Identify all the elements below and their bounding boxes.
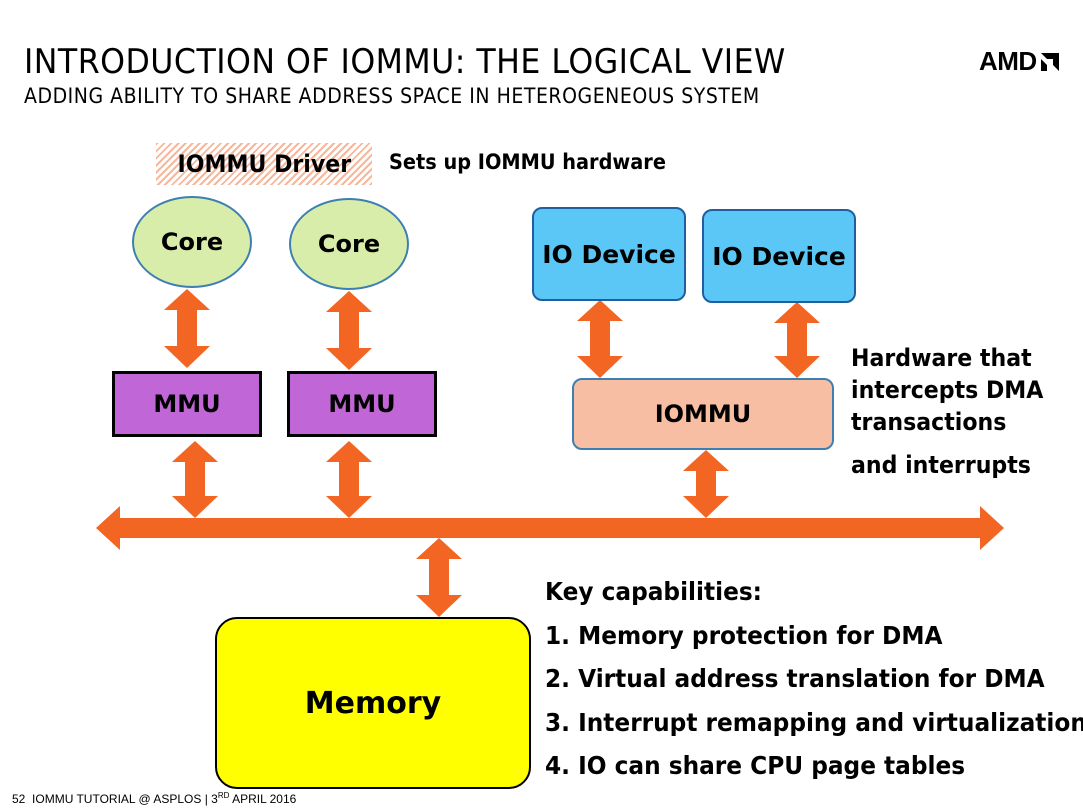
io-iommu-arrow-1 [577, 300, 623, 378]
io-device-node-1: IO Device [532, 207, 686, 301]
hardware-note-line: intercepts DMA [851, 376, 1044, 404]
footer-text: IOMMU TUTORIAL @ ASPLOS | 3 [32, 792, 218, 806]
hardware-note: Hardware that intercepts DMA transaction… [851, 342, 1043, 481]
core-node-2: Core [289, 198, 409, 290]
memory-node: Memory [215, 617, 531, 789]
core-mmu-arrow-2 [326, 291, 372, 370]
slide-footer: 52 IOMMU TUTORIAL @ ASPLOS | 3RD APRIL 2… [12, 791, 296, 806]
driver-note: Sets up IOMMU hardware [389, 150, 666, 174]
arrow-group [96, 289, 1004, 617]
capability-item: 4. IO can share CPU page tables [545, 751, 966, 780]
mmu-node-2: MMU [287, 371, 437, 437]
iommu-driver-label: IOMMU Driver [156, 143, 372, 185]
bus-memory-arrow [416, 538, 462, 617]
mmu-bus-arrow-1 [172, 441, 218, 518]
system-bus-arrow [96, 506, 1004, 550]
io-iommu-arrow-2 [774, 302, 820, 378]
iommu-bus-arrow [683, 450, 729, 518]
capability-item: 2. Virtual address translation for DMA [545, 664, 1045, 693]
footer-date: APRIL 2016 [229, 792, 297, 806]
page-number: 52 [12, 792, 26, 806]
io-device-node-2: IO Device [702, 209, 856, 303]
amd-logo: AMD [979, 46, 1061, 77]
capabilities-heading: Key capabilities: [545, 577, 762, 606]
amd-arrow-icon [1040, 52, 1059, 71]
capability-item: 3. Interrupt remapping and virtualizatio… [545, 707, 1083, 737]
mmu-bus-arrow-2 [326, 441, 372, 518]
hardware-note-line: and interrupts [851, 451, 1031, 479]
core-mmu-arrow-1 [164, 289, 210, 368]
hardware-note-line: Hardware that [851, 344, 1032, 372]
slide-title: INTRODUCTION OF IOMMU: THE LOGICAL VIEW [24, 42, 786, 82]
slide-subtitle: ADDING ABILITY TO SHARE ADDRESS SPACE IN… [24, 84, 760, 108]
core-node-1: Core [132, 196, 252, 288]
iommu-driver-text: IOMMU Driver [177, 150, 351, 178]
iommu-node: IOMMU [572, 378, 834, 450]
footer-superscript: RD [217, 791, 230, 800]
mmu-node-1: MMU [112, 371, 262, 437]
hardware-note-line: transactions [851, 408, 1007, 436]
key-capabilities: Key capabilities: 1. Memory protection f… [545, 576, 1083, 794]
logo-text: AMD [979, 46, 1037, 76]
capability-item: 1. Memory protection for DMA [545, 620, 943, 650]
